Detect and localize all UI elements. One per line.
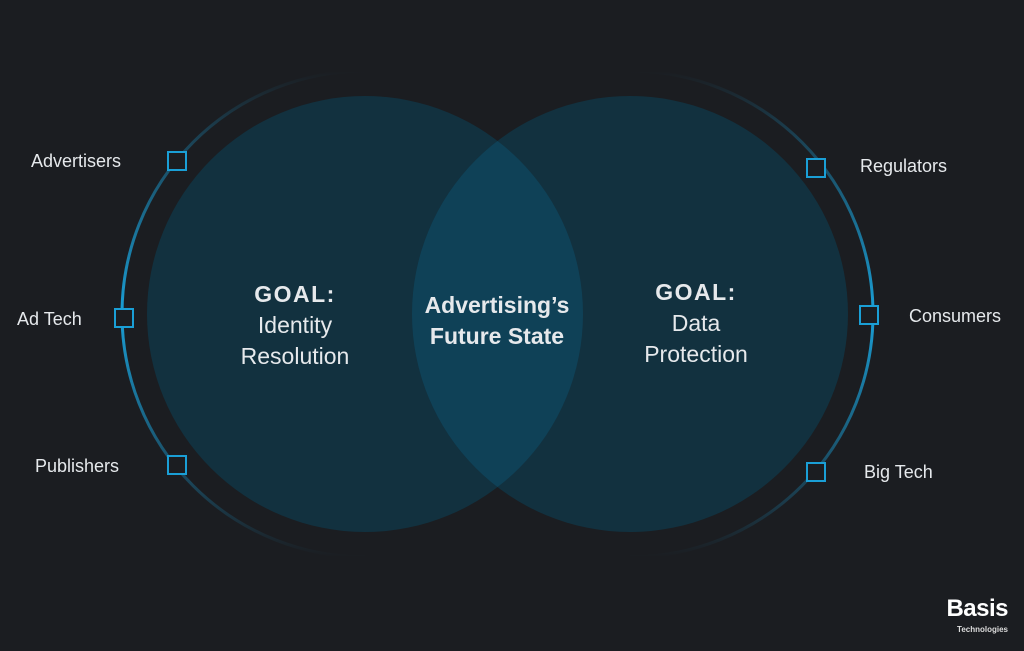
- right-goal-label: GOAL:: [655, 279, 737, 305]
- overlap-region: [412, 96, 583, 532]
- logo-sub: Technologies: [957, 625, 1008, 634]
- stakeholder-publishers: Publishers: [35, 456, 120, 476]
- right-goal-line2: Protection: [644, 341, 748, 367]
- right-goal-line1: Data: [671, 310, 721, 336]
- node-marker: [859, 305, 879, 325]
- left-goal-label: GOAL:: [254, 281, 336, 307]
- node-marker: [114, 308, 134, 328]
- stakeholder-advertisers: Advertisers: [31, 151, 122, 171]
- node-marker: [167, 455, 187, 475]
- stakeholder-ad-tech: Ad Tech: [17, 309, 82, 329]
- overlap-line1: Advertising’s: [424, 292, 570, 318]
- stakeholder-consumers: Consumers: [909, 306, 1002, 326]
- right-goal: GOAL: Data Protection: [601, 277, 791, 370]
- overlap-line2: Future State: [429, 323, 565, 349]
- basis-logo: Basis Technologies: [922, 594, 1008, 635]
- left-goal-line1: Identity: [257, 312, 333, 338]
- left-goal: GOAL: Identity Resolution: [200, 279, 390, 372]
- logo-name: Basis: [946, 595, 1008, 622]
- node-marker: [806, 462, 826, 482]
- stakeholder-regulators: Regulators: [860, 156, 948, 176]
- overlap-label: Advertising’s Future State: [417, 290, 577, 352]
- node-marker: [167, 151, 187, 171]
- node-marker: [806, 158, 826, 178]
- left-goal-line2: Resolution: [240, 343, 350, 369]
- stakeholder-big-tech: Big Tech: [864, 462, 933, 482]
